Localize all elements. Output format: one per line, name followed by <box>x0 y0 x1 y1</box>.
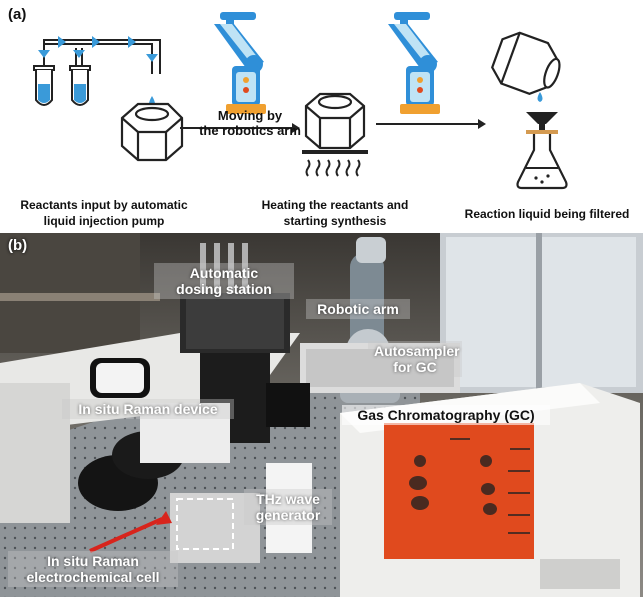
arrow-icon <box>376 119 486 129</box>
tag-raman-cell: In situ Raman electrochemical cell <box>8 551 178 588</box>
tag-dosing-line1: Automatic <box>189 265 259 281</box>
caption-input-line1: Reactants input by automatic <box>20 198 188 212</box>
test-tube-icon <box>33 65 55 106</box>
panel-b-photo: (b) Automatic dosing station Robotic arm… <box>0 233 643 597</box>
tag-cell-line1: In situ Raman <box>47 553 139 569</box>
tag-dosing-station: Automatic dosing station <box>154 263 294 300</box>
moving-label: Moving by the robotics arm <box>198 108 302 138</box>
tag-robotic-arm: Robotic arm <box>306 299 410 320</box>
red-arrow-icon <box>89 511 172 553</box>
panel-a-label: (a) <box>8 6 27 23</box>
tag-thz-line2: generator <box>255 507 321 524</box>
flow-arrows-icon <box>38 36 158 62</box>
tag-autosampler: Autosampler for GC <box>368 341 462 378</box>
caption-heating: Heating the reactants and starting synth… <box>240 198 430 229</box>
reactor-icon <box>304 92 366 150</box>
caption-input-line2: liquid injection pump <box>43 213 165 228</box>
tag-raman-device: In situ Raman device <box>62 399 234 420</box>
reactor-icon <box>120 102 184 162</box>
robot-arm-icon <box>388 12 440 114</box>
tag-thz-line1: THz wave <box>256 491 320 507</box>
cell-highlight-box <box>176 498 234 550</box>
heater-plate <box>302 150 368 154</box>
heat-wave-icon <box>305 159 361 177</box>
panel-b-label: (b) <box>8 237 28 254</box>
tag-gc: Gas Chromatography (GC) <box>342 405 550 426</box>
panel-a: (a) <box>0 0 643 232</box>
tag-thz-generator: THz wave generator <box>244 489 332 526</box>
reactor-icon <box>491 31 561 95</box>
flask-icon <box>516 112 568 190</box>
drop-icon <box>537 92 543 102</box>
panel-a-illustration <box>33 12 568 190</box>
test-tube-icon <box>69 65 91 106</box>
robot-arm-icon <box>214 12 266 114</box>
tag-dosing-line2: dosing station <box>176 281 272 298</box>
caption-heating-line1: Heating the reactants and <box>261 198 409 212</box>
caption-input: Reactants input by automatic liquid inje… <box>4 198 204 229</box>
caption-heating-line2: starting synthesis <box>283 213 387 228</box>
tag-cell-line2: electrochemical cell <box>26 569 160 586</box>
moving-label-line2: the robotics arm <box>199 123 301 138</box>
tag-autosampler-line2: for GC <box>393 359 437 376</box>
tag-autosampler-line1: Autosampler <box>374 343 460 359</box>
arrow-icon <box>180 123 300 133</box>
moving-label-line1: Moving by <box>217 108 283 123</box>
caption-filtered: Reaction liquid being filtered <box>464 207 630 221</box>
lab-scene <box>0 233 643 597</box>
